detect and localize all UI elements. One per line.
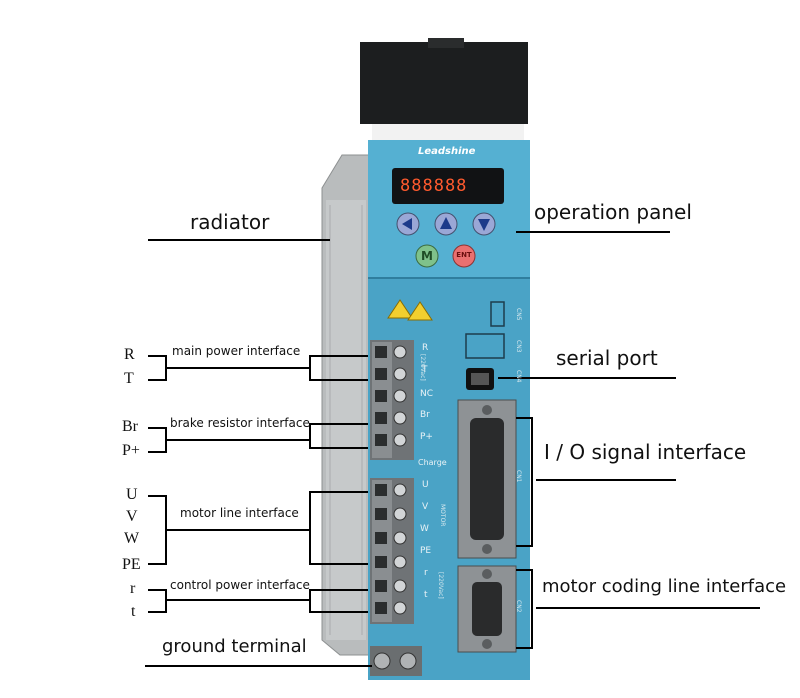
- panel-label-t-lower: t: [424, 590, 428, 600]
- terminal-screw: [393, 411, 407, 425]
- terminal-socket: [375, 390, 387, 402]
- panel-label-v: V: [422, 502, 429, 512]
- terminal-socket: [375, 580, 387, 592]
- terminal-socket: [375, 412, 387, 424]
- io-signal-interface-label: I / O signal interface: [544, 440, 747, 464]
- terminal-v: V: [126, 508, 138, 525]
- terminal-r-lower: r: [130, 580, 136, 597]
- terminal-t-lower: t: [131, 603, 136, 620]
- panel-label-cn5: CN5: [515, 308, 522, 321]
- terminal-socket: [375, 368, 387, 380]
- warning-icon: [387, 299, 433, 321]
- panel-label-vac-main: [220Vac]: [419, 354, 426, 381]
- m-button-label: M: [421, 249, 433, 263]
- panel-label-u: U: [422, 480, 429, 490]
- terminal-br: Br: [122, 418, 138, 435]
- panel-label-w: W: [420, 524, 429, 534]
- operation-panel: [392, 168, 504, 268]
- cn3-port: [465, 333, 505, 359]
- cn1-connector: [457, 399, 517, 559]
- panel-label-motor: MOTOR: [439, 504, 446, 527]
- cn2-connector: [457, 565, 517, 653]
- panel-label-r: R: [422, 343, 429, 353]
- terminal-socket: [375, 602, 387, 614]
- cn5-port: [490, 301, 505, 327]
- terminal-socket: [375, 508, 387, 520]
- terminal-screw: [393, 389, 407, 403]
- left-arrow-icon: [402, 218, 412, 230]
- motor-line-left-bracket: [148, 495, 167, 565]
- terminal-u: U: [126, 486, 138, 503]
- panel-label-cn3: CN3: [515, 340, 522, 353]
- terminal-r-upper: R: [124, 346, 135, 363]
- ground-terminal-label: ground terminal: [162, 636, 307, 657]
- brand-logo: Leadshine: [418, 146, 476, 157]
- panel-label-t: T: [422, 365, 428, 375]
- ent-button: [452, 244, 476, 268]
- terminal-socket: [375, 346, 387, 358]
- terminal-socket: [375, 556, 387, 568]
- top-cover[interactable]: [360, 38, 528, 144]
- panel-label-p-plus: P+: [420, 432, 433, 442]
- terminal-screw: [393, 367, 407, 381]
- main-power-left-bracket: [148, 355, 167, 381]
- brake-resistor-left-bracket: [148, 427, 167, 453]
- terminal-screw: [393, 531, 407, 545]
- panel-label-nc: NC: [420, 389, 434, 399]
- panel-label-br: Br: [420, 410, 430, 420]
- terminal-t-upper: T: [124, 370, 134, 387]
- down-arrow-icon: [478, 219, 490, 231]
- io-signal-bracket: [516, 417, 533, 547]
- ent-button-label: ENT: [456, 251, 472, 259]
- panel-label-cn4: CN4: [515, 370, 522, 383]
- terminal-socket: [375, 532, 387, 544]
- terminal-socket: [375, 434, 387, 446]
- terminal-screw: [393, 579, 407, 593]
- motor-coding-bracket: [516, 569, 533, 649]
- radiator-label: radiator: [190, 210, 270, 234]
- serial-port-label: serial port: [556, 346, 658, 370]
- panel-label-pe: PE: [420, 546, 432, 556]
- m-button: [415, 244, 439, 268]
- main-power-right-bracket: [309, 355, 368, 381]
- led-display: [392, 168, 504, 204]
- motor-line-interface-label: motor line interface: [180, 506, 299, 520]
- terminal-screw: [393, 483, 407, 497]
- main-power-interface-label: main power interface: [172, 344, 301, 358]
- terminal-screw: [393, 555, 407, 569]
- terminal-screw: [393, 345, 407, 359]
- control-power-left-bracket: [148, 589, 167, 613]
- control-power-right-bracket: [309, 589, 368, 613]
- panel-label-r-lower: r: [424, 568, 428, 578]
- terminal-socket: [375, 484, 387, 496]
- panel-label-charge: Charge: [418, 458, 447, 467]
- terminal-w: W: [124, 530, 140, 547]
- control-power-interface-label: control power interface: [170, 578, 310, 592]
- ground-terminal: [370, 646, 422, 676]
- motor-coding-line-interface-label: motor coding line interface: [542, 576, 787, 597]
- panel-label-cn1: CN1: [515, 470, 522, 483]
- leader-lines: [145, 231, 760, 667]
- terminal-screw: [393, 601, 407, 615]
- led-display-value: 888888: [400, 176, 468, 196]
- motor-line-right-bracket: [309, 491, 368, 565]
- panel-label-cn2: CN2: [515, 600, 522, 613]
- terminal-screws: [375, 345, 407, 615]
- terminal-pe: PE: [122, 556, 141, 573]
- panel-label-vac-ctrl: [220Vac]: [437, 572, 444, 599]
- brake-resistor-right-bracket: [309, 423, 368, 449]
- brake-resistor-interface-label: brake resistor interface: [170, 416, 310, 430]
- terminal-p-plus: P+: [122, 442, 140, 459]
- terminal-screw: [393, 433, 407, 447]
- terminal-screw: [393, 507, 407, 521]
- up-arrow-icon: [440, 217, 452, 229]
- operation-panel-label: operation panel: [534, 200, 692, 224]
- radiator-heatsink: [321, 154, 373, 656]
